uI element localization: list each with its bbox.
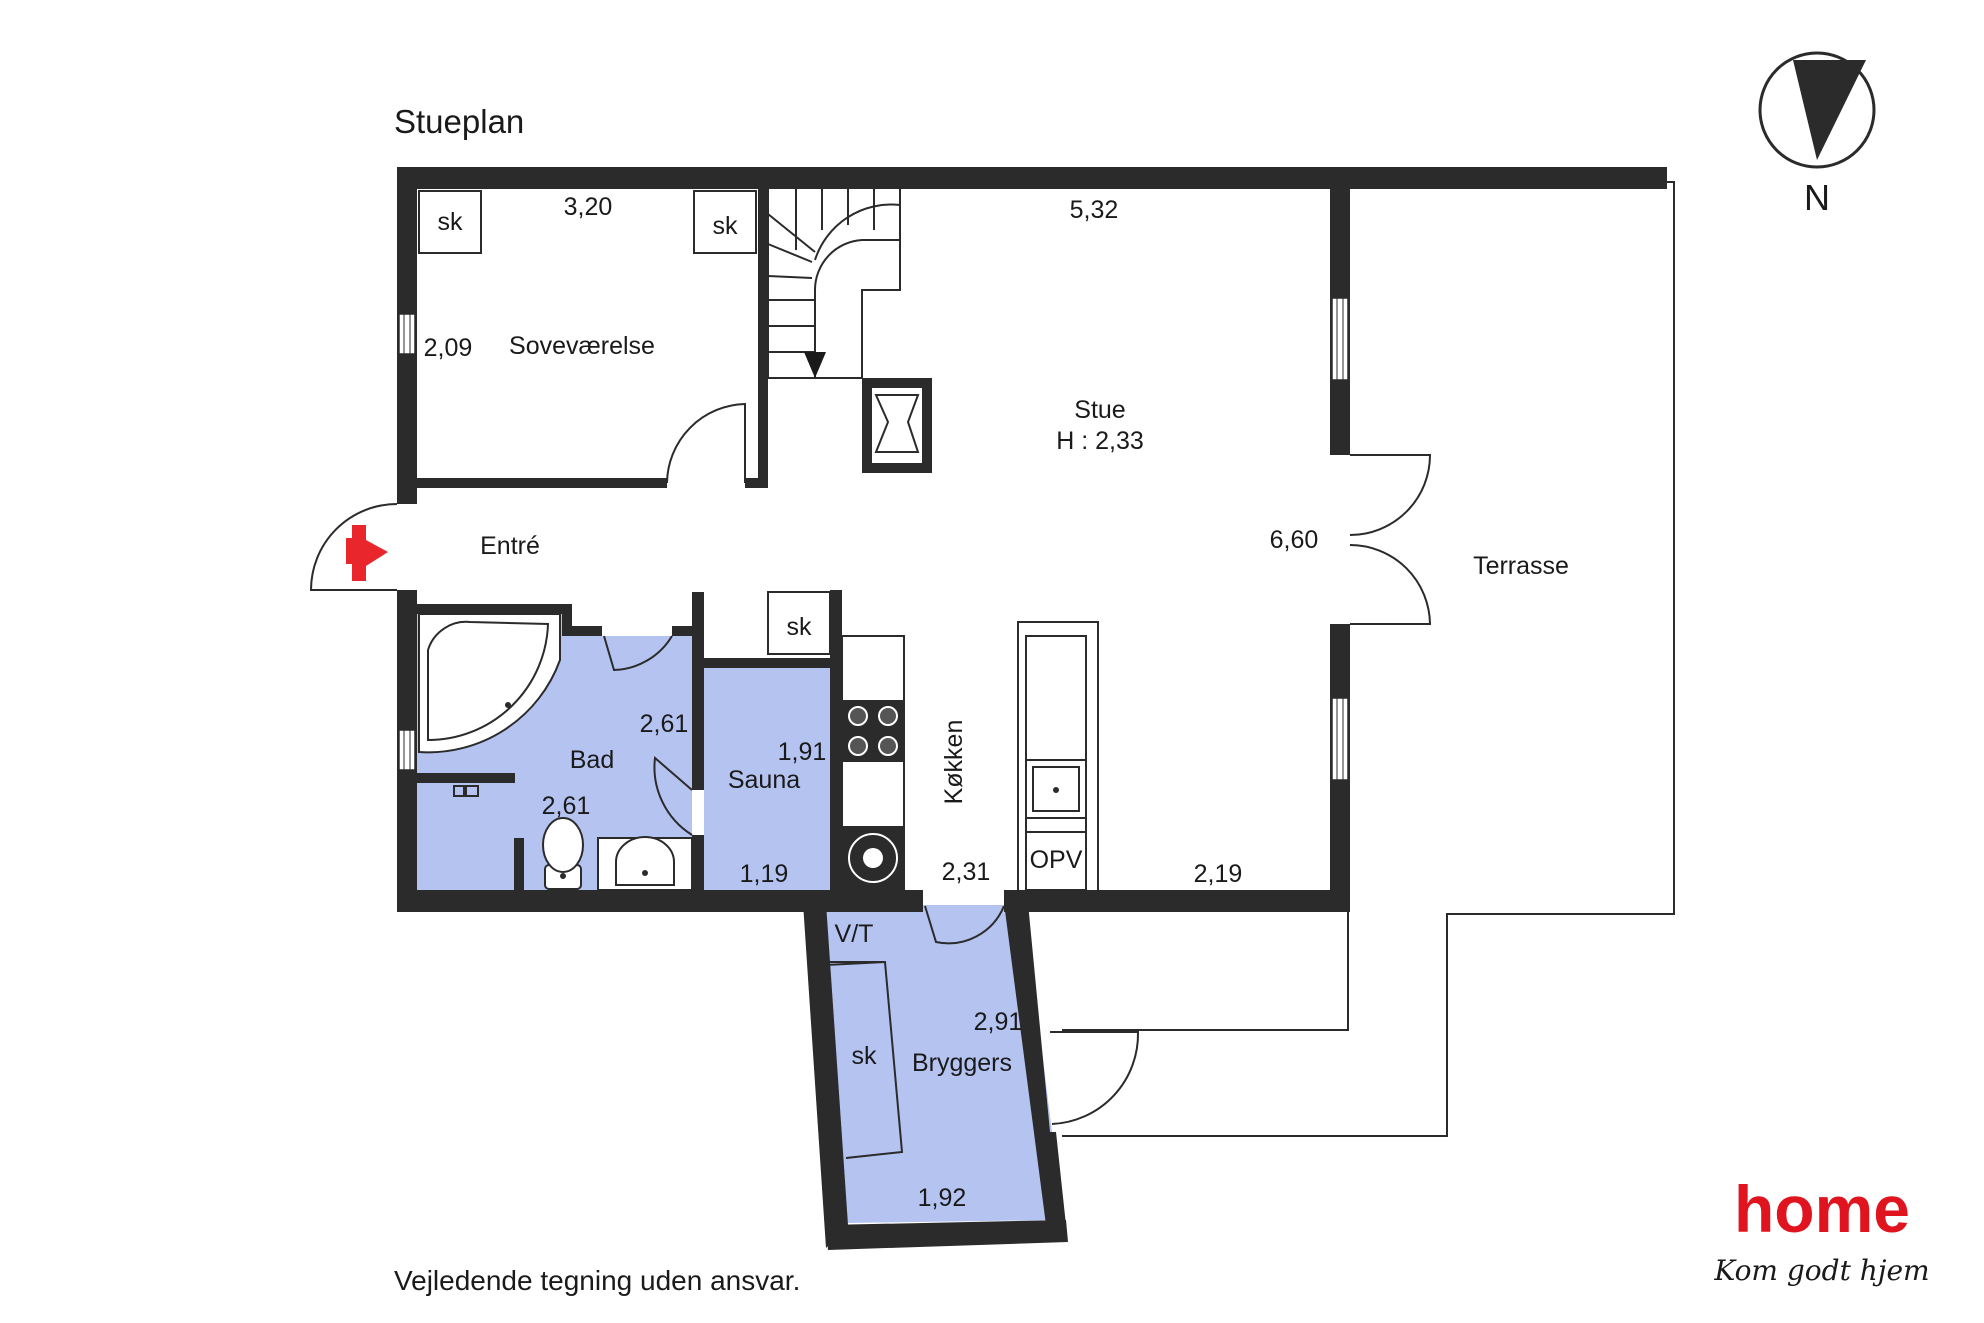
wall-bedroom-bottom <box>417 478 667 488</box>
closet-hall: sk <box>767 591 831 655</box>
label-entre: Entré <box>480 532 540 560</box>
wall-bath-wc-stub <box>514 838 524 893</box>
window-living-upper <box>1331 297 1349 381</box>
shower-tap <box>453 785 479 797</box>
wall-bedroom-right <box>758 189 768 488</box>
dim-sauna-depth: 1,91 <box>778 738 827 766</box>
label-vt: V/T <box>835 920 874 948</box>
window-living-lower <box>1331 697 1349 781</box>
wall-utility-right <box>1004 903 1066 1225</box>
washbasin <box>597 836 693 891</box>
plan-title: Stueplan <box>394 103 524 140</box>
wall-bath-top-right <box>672 626 702 636</box>
dim-sove-width: 3,20 <box>564 193 613 221</box>
door-terrace-lower <box>1349 544 1432 625</box>
wall-bottom-right <box>1004 890 1350 912</box>
wall-bottom-left <box>397 890 809 912</box>
utility-cabinet <box>825 960 904 1159</box>
terrace-outline <box>1062 181 1675 1137</box>
door-utility-outer <box>1050 1031 1140 1125</box>
door-bedroom <box>666 402 746 484</box>
terrace-inner-line <box>1062 900 1349 1031</box>
svg-text:sk: sk <box>787 613 813 641</box>
label-terrasse: Terrasse <box>1473 552 1569 580</box>
window-bathroom <box>398 729 416 771</box>
kitchen-counter-left <box>841 635 905 891</box>
staircase <box>767 189 901 379</box>
closet-bedroom-left: sk <box>418 190 482 254</box>
wall-top <box>397 167 1667 189</box>
dim-kokken-width: 2,31 <box>942 858 991 886</box>
wall-bath-top-mid <box>562 626 602 636</box>
wall-bath-top-stub <box>562 604 572 634</box>
fireplace <box>862 378 932 473</box>
disclaimer: Vejledende tegning uden ansvar. <box>394 1265 800 1296</box>
door-terrace-upper <box>1349 454 1432 536</box>
wall-sauna-right <box>830 590 842 890</box>
wall-bedroom-bottom-right <box>745 478 768 488</box>
wall-bath-partition <box>417 773 515 783</box>
label-sauna: Sauna <box>728 766 800 794</box>
dim-stue-lower: 2,19 <box>1194 860 1243 888</box>
wall-utility-left <box>803 903 848 1248</box>
svg-text:sk: sk <box>438 208 464 236</box>
label-utility-closet: sk <box>852 1042 878 1070</box>
compass-label: N <box>1804 177 1830 218</box>
wall-bath-sauna <box>692 592 704 790</box>
label-bad: Bad <box>570 746 614 774</box>
label-stue: Stue <box>1074 396 1125 424</box>
entrance-arrow-icon <box>346 525 388 581</box>
wall-utility-bottom <box>826 1220 1068 1250</box>
wall-sauna-top <box>704 658 840 668</box>
compass-icon: N <box>1758 51 1876 218</box>
svg-text:sk: sk <box>713 212 739 240</box>
sauna-floor <box>704 666 830 890</box>
dim-bryggers-depth: 2,91 <box>974 1008 1023 1036</box>
label-sovevaerelse: Soveværelse <box>509 332 655 360</box>
window-bedroom <box>398 313 416 355</box>
logo-tagline: Kom godt hjem <box>1713 1254 1929 1287</box>
corner-bathtub <box>418 613 561 754</box>
entrance-door <box>309 503 398 591</box>
dim-sauna-width: 1,19 <box>740 860 789 888</box>
dim-stue-width: 5,32 <box>1070 196 1119 224</box>
closet-bedroom-right: sk <box>693 190 757 254</box>
svg-text:OPV: OPV <box>1030 846 1083 874</box>
door-utility-inner <box>924 905 1005 945</box>
door-bathroom <box>603 635 673 672</box>
wall-utility-top-left <box>803 890 923 912</box>
dim-bryggers-width: 1,92 <box>918 1184 967 1212</box>
dim-sove-depth: 2,09 <box>424 334 473 362</box>
label-stue-height: H : 2,33 <box>1056 427 1144 455</box>
label-kokken: Køkken <box>940 720 968 805</box>
logo-brand: home <box>1734 1172 1910 1246</box>
label-bryggers: Bryggers <box>912 1049 1012 1077</box>
toilet <box>542 817 584 890</box>
dim-stue-depth: 6,60 <box>1270 526 1319 554</box>
utility-floor <box>826 905 1056 1223</box>
home-logo: home Kom godt hjem <box>1713 1172 1929 1287</box>
wall-bath-sauna-low <box>692 835 704 895</box>
dim-bad-width: 2,61 <box>640 710 689 738</box>
dim-bad-depth: 2,61 <box>542 792 591 820</box>
door-sauna <box>653 756 693 836</box>
kitchen-counter-right: OPV <box>1017 621 1099 891</box>
wall-bath-top <box>417 604 572 614</box>
